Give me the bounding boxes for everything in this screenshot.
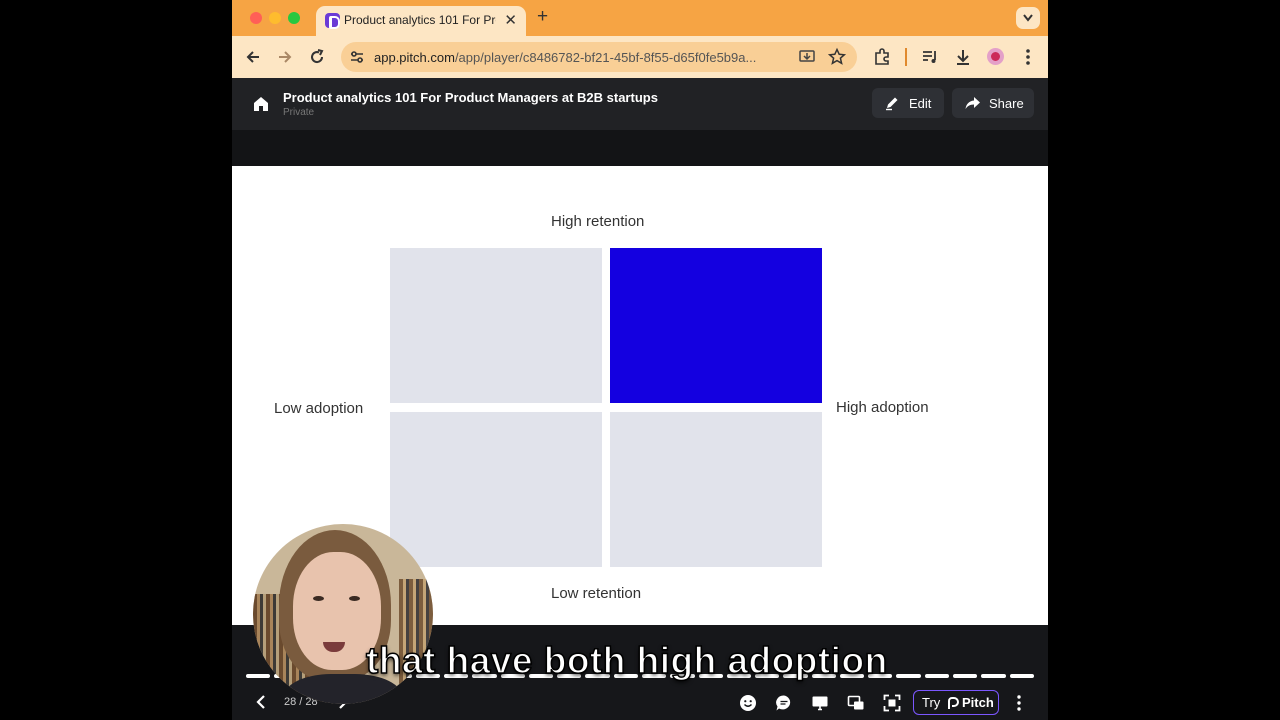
- browser-tab[interactable]: Product analytics 101 For Product Manage…: [316, 6, 526, 36]
- profile-avatar[interactable]: [987, 48, 1004, 65]
- comment-icon[interactable]: [775, 694, 793, 712]
- progress-segment[interactable]: [868, 674, 893, 678]
- axis-label-high-adoption: High adoption: [836, 399, 929, 416]
- progress-segment[interactable]: [924, 674, 950, 678]
- progress-segment[interactable]: [528, 674, 554, 678]
- tab-strip: Product analytics 101 For Product Manage…: [232, 0, 1048, 36]
- presentation-header: Product analytics 101 For Product Manage…: [232, 78, 1048, 130]
- progress-segment[interactable]: [500, 674, 525, 678]
- presenter-body: [283, 674, 403, 704]
- pencil-icon: [886, 97, 898, 111]
- browser-window: Product analytics 101 For Product Manage…: [232, 0, 1048, 720]
- site-settings-icon[interactable]: [349, 49, 365, 65]
- progress-segment[interactable]: [557, 674, 582, 678]
- address-bar[interactable]: app.pitch.com/app/player/c8486782-bf21-4…: [341, 42, 857, 72]
- quadrant-top-right-highlighted: [610, 248, 822, 403]
- quadrant-bottom-right: [610, 412, 822, 567]
- try-label: Try: [922, 695, 941, 710]
- home-icon[interactable]: [252, 95, 270, 113]
- pitch-logo-icon: [948, 697, 959, 709]
- share-button[interactable]: Share: [952, 88, 1034, 118]
- fullscreen-icon[interactable]: [883, 694, 901, 712]
- share-arrow-icon: [965, 97, 980, 109]
- picture-in-picture-icon[interactable]: [847, 694, 865, 712]
- reload-icon[interactable]: [307, 47, 327, 67]
- video-caption: that have both high adoption: [365, 639, 888, 682]
- tab-search-button[interactable]: [1016, 7, 1040, 29]
- toolbar-divider: [905, 48, 907, 66]
- progress-segment[interactable]: [472, 674, 497, 678]
- bookshelf-background: [399, 579, 433, 699]
- media-playlist-icon[interactable]: [920, 47, 940, 67]
- progress-segment[interactable]: [613, 674, 638, 678]
- try-pitch-button[interactable]: Try Pitch: [913, 690, 999, 715]
- progress-segment[interactable]: [670, 674, 695, 678]
- back-arrow-icon[interactable]: [243, 47, 263, 67]
- forward-arrow-icon[interactable]: [275, 47, 295, 67]
- axis-label-low-retention: Low retention: [551, 585, 642, 602]
- edit-button[interactable]: Edit: [872, 88, 944, 118]
- download-icon[interactable]: [953, 47, 973, 67]
- presenter-eye: [349, 596, 360, 601]
- axis-label-low-adoption: Low adoption: [274, 400, 364, 417]
- presenter-eye: [313, 596, 324, 601]
- progress-segment[interactable]: [698, 674, 723, 678]
- pitch-brand-label: Pitch: [962, 695, 994, 710]
- presentation-title: Product analytics 101 For Product Manage…: [283, 90, 658, 105]
- url-path: /app/player/c8486782-bf21-45bf-8f55-d65f…: [454, 50, 757, 65]
- progress-segment-current[interactable]: [1009, 674, 1034, 678]
- tab-title: Product analytics 101 For Product Manage…: [344, 13, 496, 27]
- browser-toolbar: app.pitch.com/app/player/c8486782-bf21-4…: [232, 36, 1048, 78]
- presenter-notes-icon[interactable]: [811, 694, 829, 712]
- minimize-window-button[interactable]: [269, 12, 281, 24]
- progress-segment[interactable]: [953, 674, 978, 678]
- extensions-puzzle-icon[interactable]: [872, 47, 892, 67]
- tab-close-icon[interactable]: ✕: [504, 12, 517, 29]
- progress-segment[interactable]: [755, 674, 780, 678]
- url-host: app.pitch.com: [374, 50, 455, 65]
- quadrant-bottom-left: [390, 412, 602, 567]
- progress-segment[interactable]: [641, 674, 667, 678]
- progress-segment[interactable]: [585, 674, 610, 678]
- share-label: Share: [989, 96, 1024, 111]
- progress-segment[interactable]: [726, 674, 752, 678]
- reaction-emoji-icon[interactable]: [739, 694, 757, 712]
- visibility-label: Private: [283, 107, 315, 118]
- progress-segment[interactable]: [443, 674, 469, 678]
- edit-label: Edit: [909, 96, 932, 111]
- progress-segment[interactable]: [981, 674, 1006, 678]
- install-app-icon[interactable]: [798, 48, 816, 66]
- new-tab-button[interactable]: +: [537, 6, 549, 27]
- progress-segment[interactable]: [811, 674, 836, 678]
- slide-top-margin: [232, 130, 1048, 166]
- presenter-webcam-video: [253, 524, 433, 704]
- progress-segment[interactable]: [896, 674, 921, 678]
- more-options-icon[interactable]: [1016, 694, 1022, 712]
- pitch-favicon-icon: [325, 13, 340, 29]
- close-window-button[interactable]: [250, 12, 262, 24]
- axis-label-high-retention: High retention: [551, 213, 645, 230]
- presenter-mouth: [323, 642, 345, 652]
- bookmark-star-icon[interactable]: [827, 47, 847, 67]
- quadrant-top-left: [390, 248, 602, 403]
- progress-segment[interactable]: [783, 674, 808, 678]
- progress-segment[interactable]: [839, 674, 865, 678]
- kebab-menu-icon[interactable]: [1018, 47, 1038, 67]
- chevron-down-icon: [1023, 14, 1033, 22]
- maximize-window-button[interactable]: [288, 12, 300, 24]
- url-text: app.pitch.com/app/player/c8486782-bf21-4…: [374, 50, 792, 65]
